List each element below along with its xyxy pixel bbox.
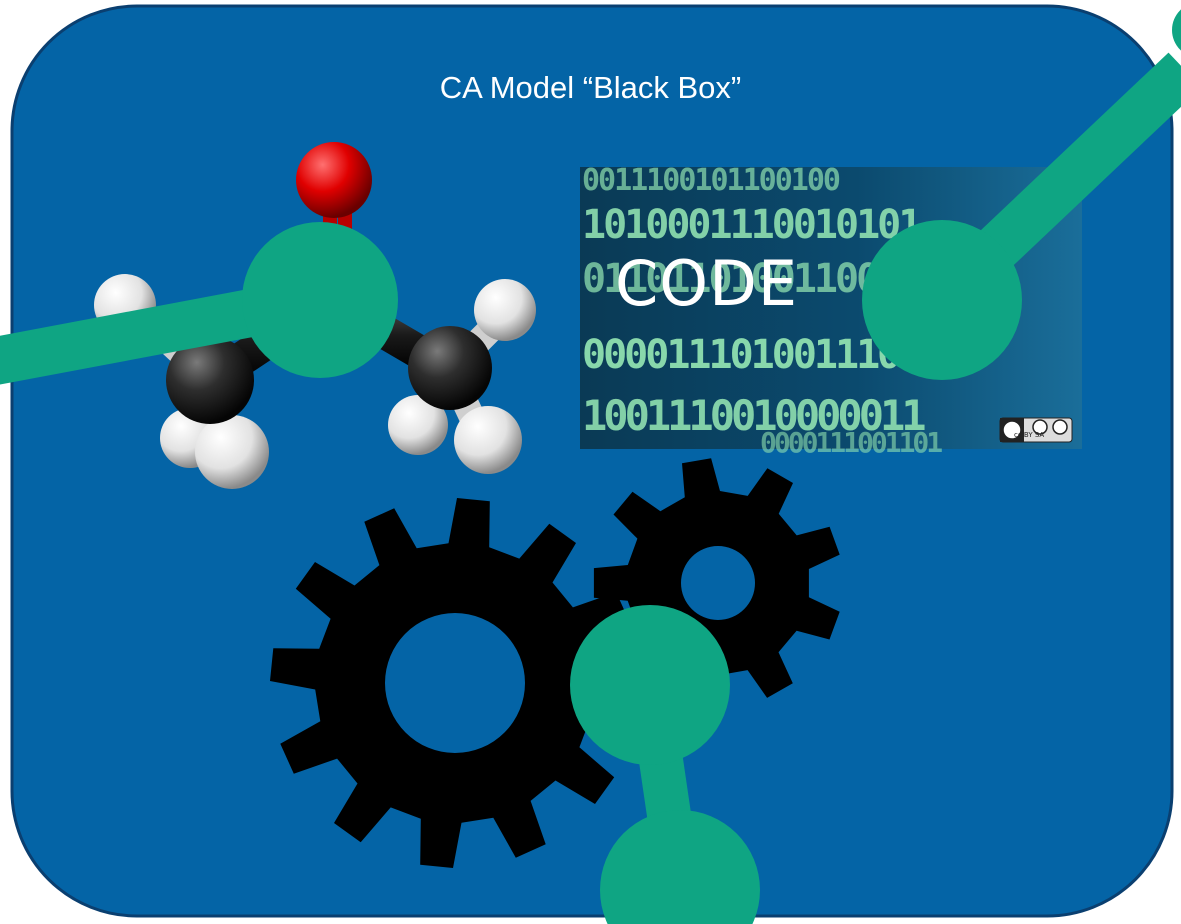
diagram-title: CA Model “Black Box” <box>439 70 742 105</box>
gear-shape <box>270 498 640 868</box>
binary-row: 1001110010000011 <box>582 391 925 440</box>
gear-large-icon <box>270 498 640 868</box>
license-badge-text: cc BY SA <box>1014 431 1044 439</box>
license-badge: cc BY SA <box>999 417 1073 443</box>
binary-row: 0011100101100100 <box>582 163 840 198</box>
binary-row: 1010001110010101 <box>582 202 921 248</box>
binary-row: 0000111010011101 <box>582 332 921 378</box>
code-word: CODE <box>615 247 799 320</box>
binary-row: 0000111001101 <box>760 426 942 459</box>
